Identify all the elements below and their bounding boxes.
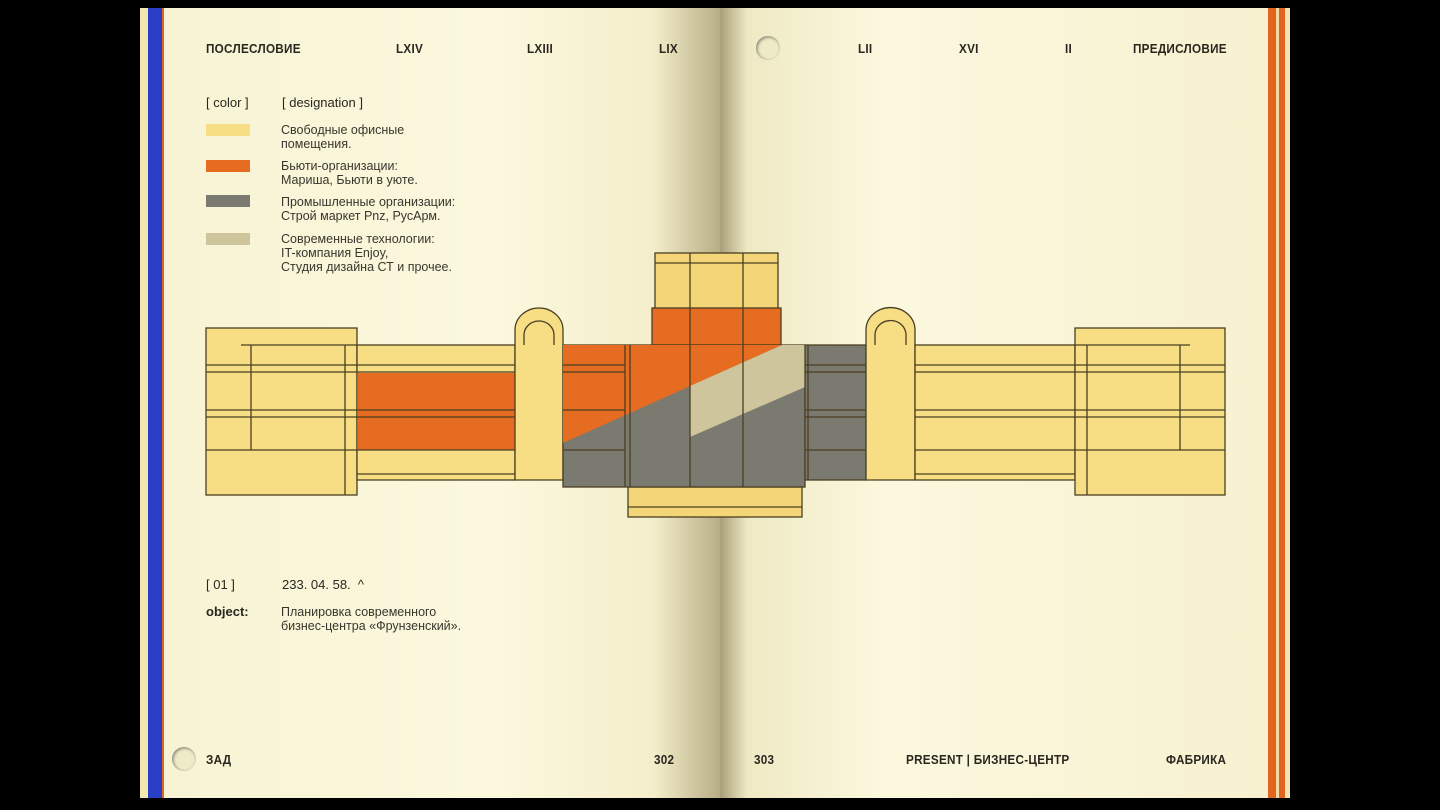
- legend-designation-heading: [ designation ]: [282, 95, 363, 110]
- blue-edge-stripe: [148, 8, 162, 798]
- right-arch-inner: [874, 319, 907, 345]
- footer-section: PRESENT | БИЗНЕС-ЦЕНТР: [906, 752, 1070, 767]
- orange-edge-stripe-2: [1279, 8, 1285, 798]
- legend-swatch-tech: [206, 233, 250, 245]
- footer-right: ФАБРИКА: [1166, 752, 1227, 767]
- legend-text-industrial: Промышленные организации: Строй маркет P…: [281, 195, 456, 223]
- legend-text-free: Свободные офисные помещения.: [281, 123, 405, 151]
- legend-color-heading: [ color ]: [206, 95, 249, 110]
- right-end-block: [1074, 327, 1226, 496]
- top-tower-beauty: [651, 307, 782, 346]
- punch-hole-bottom: [172, 747, 196, 771]
- header-right-1: LII: [858, 41, 873, 56]
- header-left-3: LXIII: [527, 41, 554, 56]
- orange-edge-line: [162, 8, 164, 798]
- object-label: object:: [206, 604, 249, 619]
- orange-edge-stripe: [1268, 8, 1276, 798]
- left-arch-inner: [523, 320, 555, 345]
- header-left-4: LIX: [659, 41, 679, 56]
- edge-gap: [1276, 8, 1279, 798]
- legend-text-tech: Современные технологии: IT-компания Enjo…: [281, 232, 452, 274]
- top-tower: [654, 252, 779, 310]
- page-number-right: 303: [754, 752, 775, 767]
- plan-grid-lines: [206, 253, 1225, 508]
- legend-swatch-industrial: [206, 195, 250, 207]
- legend-swatch-beauty: [206, 160, 250, 172]
- header-right-2: XVI: [959, 41, 979, 56]
- bottom-block: [627, 486, 803, 518]
- book-edge-left: [140, 8, 148, 798]
- header-right-4: ПРЕДИСЛОВИЕ: [1133, 41, 1227, 56]
- legend-swatch-free: [206, 124, 250, 136]
- legend-text-beauty: Бьюти-организации: Мариша, Бьюти в уюте.: [281, 159, 418, 187]
- footer-left: ЗАД: [206, 752, 232, 767]
- header-right-3: II: [1065, 41, 1073, 56]
- beauty-zone-left: [358, 373, 515, 450]
- tech-zone: [690, 345, 805, 437]
- industrial-zone-right: [804, 344, 867, 481]
- right-arch-tower: [865, 306, 916, 481]
- object-description: Планировка современного бизнес-центра «Ф…: [281, 605, 462, 633]
- left-arch-tower: [514, 307, 564, 481]
- right-wing: [914, 344, 1076, 481]
- page-number-left: 302: [654, 752, 675, 767]
- punch-hole-top: [756, 36, 780, 60]
- left-end-block: [205, 327, 358, 496]
- object-index: [ 01 ]: [206, 577, 235, 592]
- object-code: 233. 04. 58. ^: [282, 577, 364, 592]
- header-left-2: LXIV: [396, 41, 424, 56]
- book-edge-right: [1285, 8, 1290, 798]
- header-left-1: ПОСЛЕСЛОВИЕ: [206, 41, 301, 56]
